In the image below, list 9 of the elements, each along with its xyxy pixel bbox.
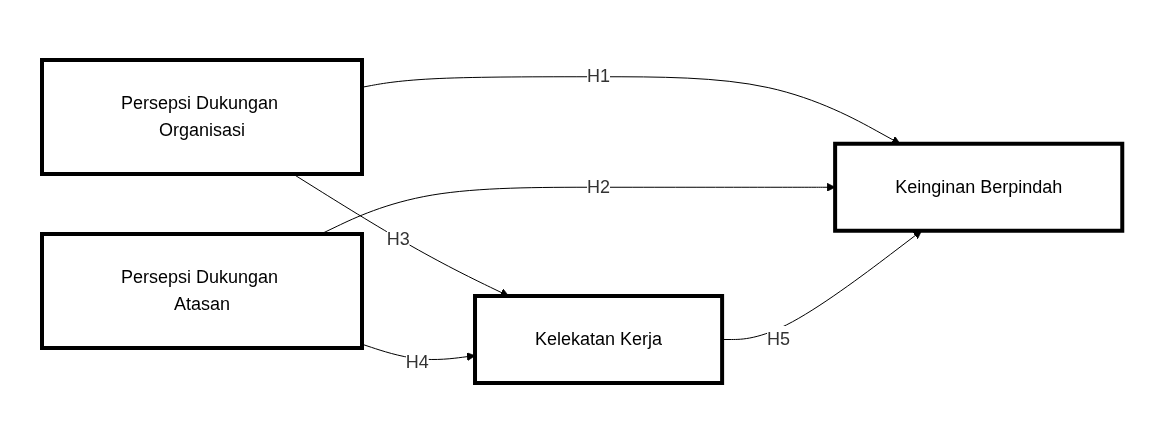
node-box: Keinginan Berpindah (833, 141, 1125, 233)
node-box: Persepsi Dukungan Organisasi (40, 58, 365, 176)
edge-label: H3 (387, 229, 411, 250)
node-box: Kelekatan Kerja (473, 294, 725, 385)
edge-label: H1 (587, 66, 611, 87)
node-box: Persepsi Dukungan Atasan (40, 232, 365, 350)
edge-label: H5 (767, 329, 791, 349)
edge-label: H4 (406, 352, 430, 373)
edge-label: H2 (587, 176, 611, 197)
